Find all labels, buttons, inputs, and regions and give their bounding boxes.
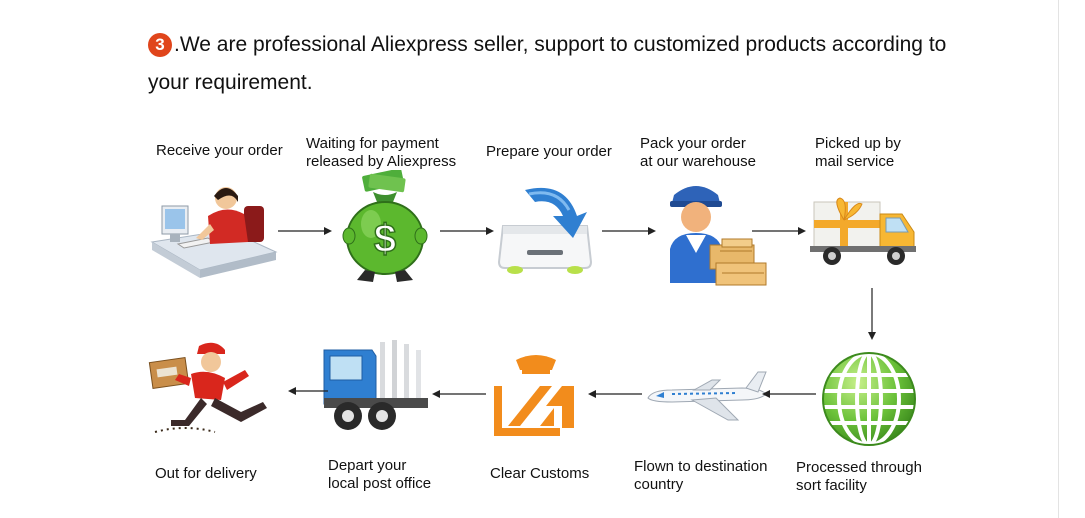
- flow-arrow-right: [440, 225, 494, 237]
- step-label-clear-customs: Clear Customs: [490, 465, 590, 482]
- step-label-out-for-delivery: Out for delivery: [155, 465, 257, 482]
- download-tray-icon: [495, 180, 595, 275]
- flow-arrow-left: [432, 388, 486, 400]
- heading-text-line1: .We are professional Aliexpress seller, …: [174, 33, 947, 56]
- running-courier-icon: [145, 340, 280, 440]
- flow-arrow-right: [602, 225, 656, 237]
- courier-with-boxes-icon: [660, 173, 775, 288]
- flow-arrow-left: [588, 388, 642, 400]
- heading-text-line2: your requirement.: [148, 71, 313, 94]
- globe-icon: [818, 345, 920, 453]
- flow-arrow-right: [752, 225, 806, 237]
- money-bag-icon: $: [335, 170, 435, 285]
- flow-arrow-right: [278, 225, 332, 237]
- svg-text:$: $: [374, 217, 396, 261]
- step-number-badge: 3: [148, 33, 172, 57]
- flow-arrow-left: [762, 388, 816, 400]
- person-at-computer-icon: [148, 180, 280, 282]
- frame-border: [1058, 0, 1059, 518]
- step-label-prepare-order: Prepare your order: [486, 143, 612, 160]
- flow-arrow-down: [866, 288, 878, 340]
- post-truck-icon: [318, 338, 436, 438]
- customs-officer-icon: [490, 352, 582, 436]
- airplane-icon: [642, 368, 772, 423]
- page-heading: 3.We are professional Aliexpress seller,…: [148, 26, 948, 102]
- step-label-receive-order: Receive your order: [156, 142, 283, 159]
- delivery-truck-icon: [810, 192, 920, 272]
- flow-arrow-left: [288, 385, 328, 397]
